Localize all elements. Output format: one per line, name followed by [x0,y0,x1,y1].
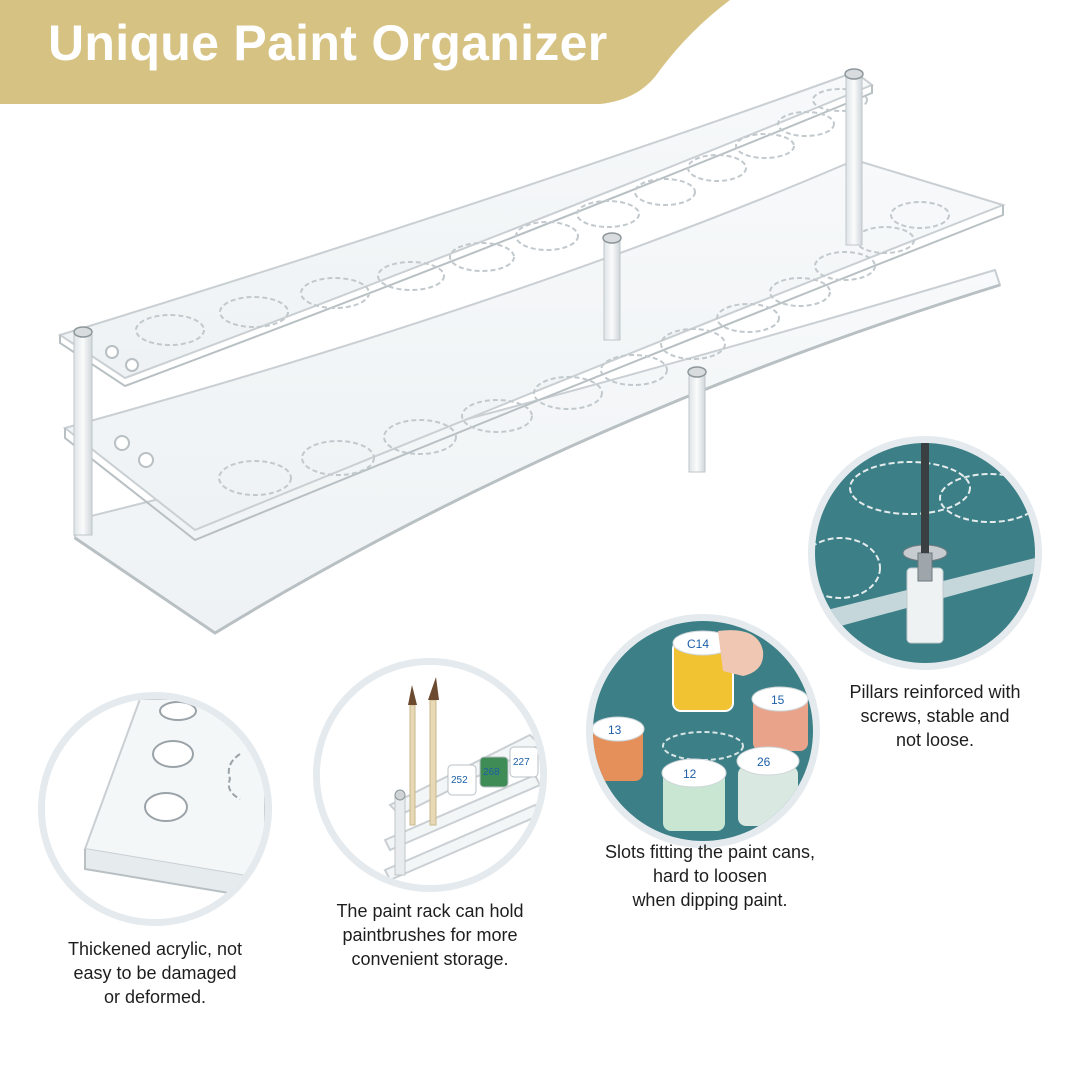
screw-heads [73,68,864,378]
can-label-5: 26 [757,755,771,769]
caption-line: The paint rack can hold [336,901,524,921]
cup-label-3: 227 [513,757,530,768]
middle-tier [62,158,1007,542]
paint-slots-illustration: C14 15 13 12 26 [593,621,813,841]
caption-line: or deformed. [103,987,207,1007]
acrylic-detail-circle [38,692,272,926]
caption-line: when dipping paint. [632,890,788,910]
brush-detail-circle: 252 268 227 [313,658,547,892]
can-label-1: C14 [687,637,709,651]
page-title: Unique Paint Organizer [48,15,608,71]
banner-shape [0,0,730,104]
caption-line: not loose. [895,730,975,750]
caption-line: convenient storage. [351,949,509,969]
caption-line: paintbrushes for more [342,925,518,945]
top-tier [57,70,874,388]
caption-line: easy to be damaged [73,963,237,983]
caption-brush-holder: The paint rack can hold paintbrushes for… [310,899,550,971]
paint-cans [593,630,809,831]
caption-line: Thickened acrylic, not [67,939,243,959]
caption-thickened-acrylic: Thickened acrylic, not easy to be damage… [40,937,270,1009]
paint-cups [447,746,539,796]
slots-detail-circle: C14 15 13 12 26 [586,614,820,848]
can-label-4: 12 [683,767,697,781]
cup-label-1: 252 [451,775,468,786]
caption-reinforced-pillars: Pillars reinforced with screws, stable a… [820,680,1050,752]
caption-line: hard to loosen [652,866,768,886]
can-label-3: 13 [608,723,622,737]
caption-paint-slots: Slots fitting the paint cans, hard to lo… [575,840,845,912]
caption-line: screws, stable and [860,706,1010,726]
can-label-2: 15 [771,693,785,707]
screw-pillar-illustration [815,443,1035,663]
brush-holder-illustration: 252 268 227 [320,665,540,885]
caption-line: Slots fitting the paint cans, [604,842,816,862]
fingertip [718,630,764,676]
organizer-illustration [57,68,1007,635]
cup-label-2: 268 [483,767,500,778]
caption-line: Pillars reinforced with [849,682,1021,702]
pillar-detail-circle [808,436,1042,670]
acrylic-edge-illustration [45,699,265,919]
